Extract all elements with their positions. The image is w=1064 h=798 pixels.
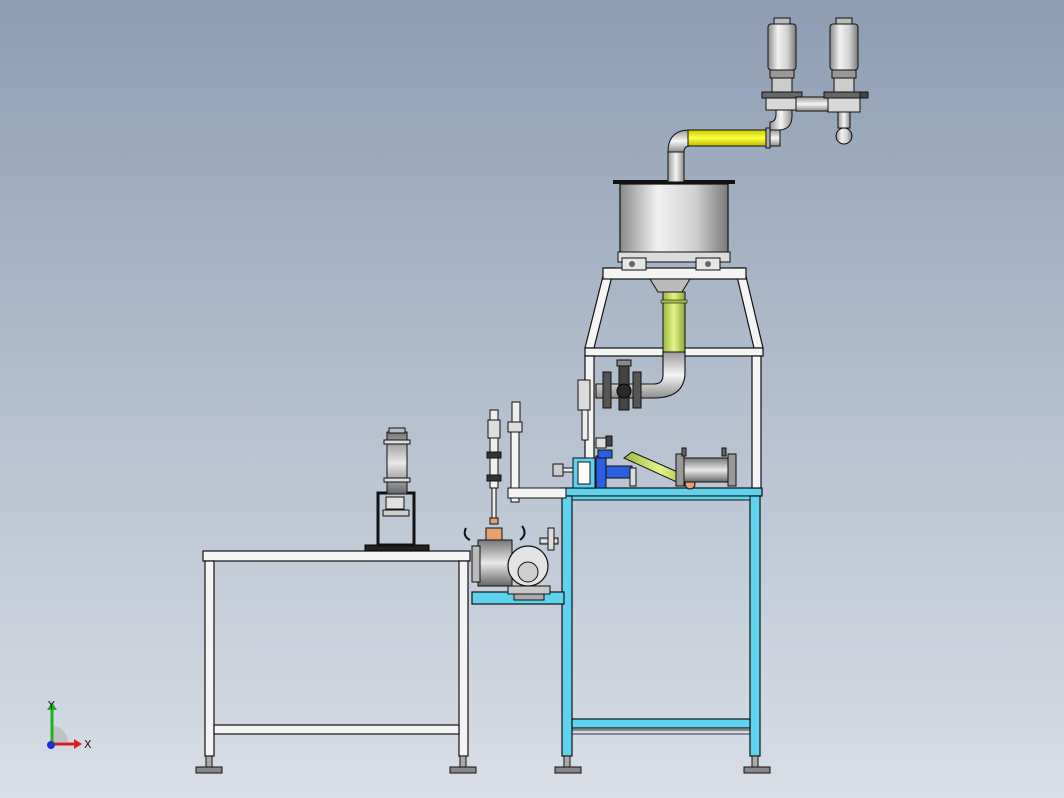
press-unit[interactable] <box>364 427 430 552</box>
feed-pipe[interactable] <box>577 351 686 441</box>
left-work-table[interactable] <box>195 550 477 774</box>
pump-motor[interactable] <box>463 525 559 601</box>
cylinder-actuator[interactable] <box>552 435 737 490</box>
triad-y-label: Y <box>47 699 55 712</box>
axis-triad: Y X <box>47 699 92 751</box>
hopper-tank[interactable] <box>613 180 735 293</box>
triad-x-label: X <box>84 738 92 751</box>
control-rod[interactable] <box>486 401 567 525</box>
valve-pair[interactable] <box>761 17 869 145</box>
green-downpipe <box>660 291 688 353</box>
inlet-pipe <box>667 103 793 183</box>
right-stand-cyan[interactable] <box>471 487 771 774</box>
